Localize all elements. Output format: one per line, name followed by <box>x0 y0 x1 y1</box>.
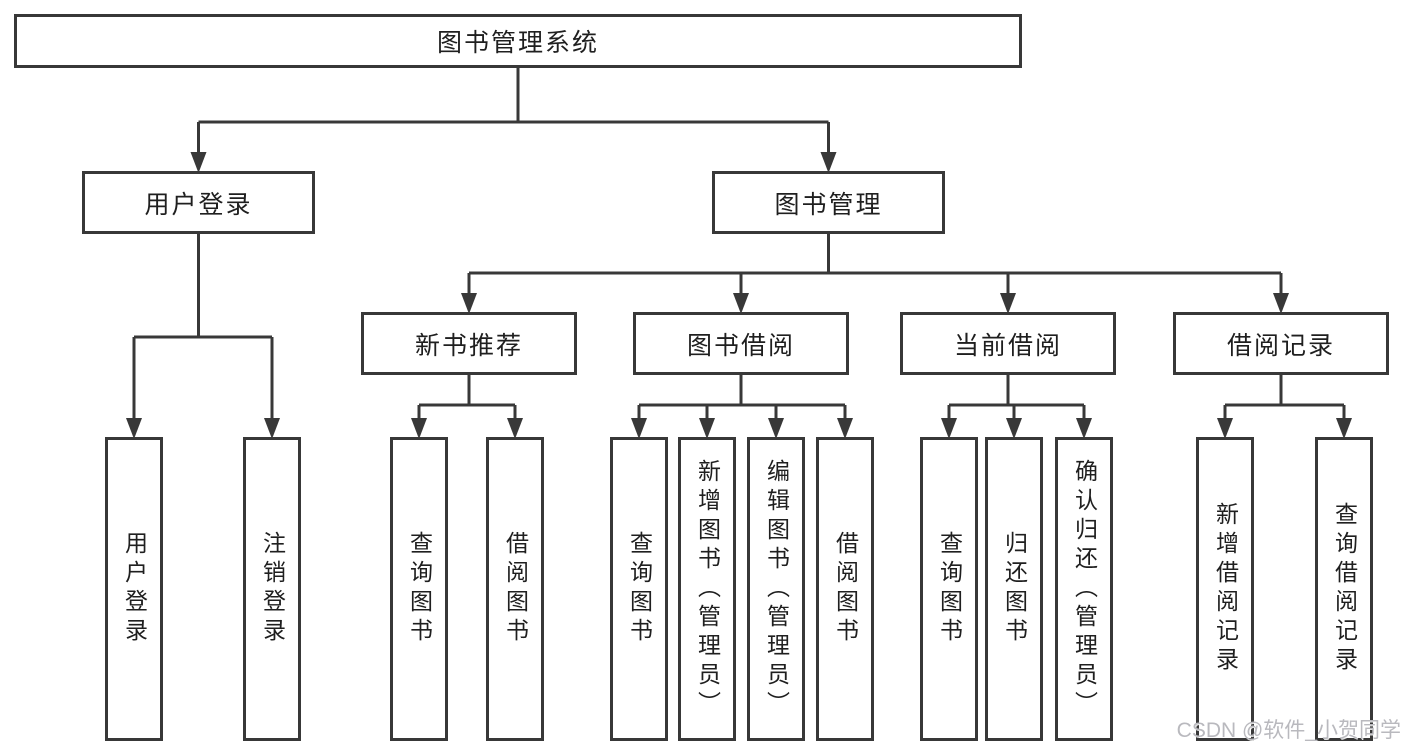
arrowhead <box>507 418 523 439</box>
leaf-user-login: 用户登录 <box>105 437 163 741</box>
leaf-label: 确认归还（管理员） <box>1071 458 1098 720</box>
leaf-borrow-books: 借阅图书 <box>816 437 874 741</box>
leaf-borrow-books-recommend: 借阅图书 <box>486 437 544 741</box>
arrowhead <box>126 418 142 439</box>
csdn-watermark: CSDN @软件_小贺同学 <box>1176 719 1401 742</box>
node-label: 图书管理 <box>774 190 883 219</box>
leaf-label: 查询图书 <box>936 531 963 647</box>
node-book-borrowing: 图书借阅 <box>633 312 849 375</box>
leaf-label: 查询图书 <box>626 531 653 647</box>
node-label: 当前借阅 <box>953 331 1062 360</box>
leaf-label: 查询图书 <box>406 531 433 647</box>
leaf-return-books: 归还图书 <box>985 437 1043 741</box>
arrowhead <box>461 293 477 314</box>
node-current-borrowing: 当前借阅 <box>900 312 1116 375</box>
leaf-label: 注销登录 <box>259 531 286 647</box>
leaf-label: 编辑图书（管理员） <box>763 458 790 720</box>
node-label: 图书管理系统 <box>436 29 599 57</box>
arrowhead <box>837 418 853 439</box>
leaf-label: 用户登录 <box>121 531 148 647</box>
arrowhead <box>1006 418 1022 439</box>
node-label: 新书推荐 <box>414 331 523 360</box>
arrowhead <box>733 293 749 314</box>
node-label: 用户登录 <box>144 190 253 219</box>
leaf-query-books-recommend: 查询图书 <box>390 437 448 741</box>
node-library-management-system: 图书管理系统 <box>14 14 1022 68</box>
arrowhead <box>768 418 784 439</box>
leaf-query-books-current: 查询图书 <box>920 437 978 741</box>
node-user-login: 用户登录 <box>82 171 315 234</box>
node-label: 借阅记录 <box>1226 331 1335 360</box>
arrowhead <box>699 418 715 439</box>
arrowhead <box>820 152 837 173</box>
node-label: 图书借阅 <box>686 331 795 360</box>
node-book-management: 图书管理 <box>712 171 945 234</box>
arrowhead <box>1217 418 1233 439</box>
arrowhead <box>631 418 647 439</box>
leaf-label: 新增图书（管理员） <box>694 458 721 720</box>
arrowhead <box>264 418 280 439</box>
leaf-label: 归还图书 <box>1001 531 1028 647</box>
arrowhead <box>190 152 207 173</box>
leaf-confirm-return-admin: 确认归还（管理员） <box>1055 437 1113 741</box>
leaf-label: 查询借阅记录 <box>1331 502 1358 676</box>
arrowhead <box>1273 293 1289 314</box>
arrowhead <box>941 418 957 439</box>
arrowhead <box>1076 418 1092 439</box>
leaf-query-borrow-record: 查询借阅记录 <box>1315 437 1373 741</box>
arrowhead <box>411 418 427 439</box>
leaf-logout: 注销登录 <box>243 437 301 741</box>
leaf-label: 借阅图书 <box>502 531 529 647</box>
leaf-edit-books-admin: 编辑图书（管理员） <box>747 437 805 741</box>
arrowhead <box>1336 418 1352 439</box>
node-borrowing-records: 借阅记录 <box>1173 312 1389 375</box>
leaf-add-books-admin: 新增图书（管理员） <box>678 437 736 741</box>
leaf-add-borrow-record: 新增借阅记录 <box>1196 437 1254 741</box>
leaf-label: 新增借阅记录 <box>1212 502 1239 676</box>
node-new-book-recommendation: 新书推荐 <box>361 312 577 375</box>
arrowhead <box>1000 293 1016 314</box>
leaf-label: 借阅图书 <box>832 531 859 647</box>
leaf-query-books-borrow: 查询图书 <box>610 437 668 741</box>
